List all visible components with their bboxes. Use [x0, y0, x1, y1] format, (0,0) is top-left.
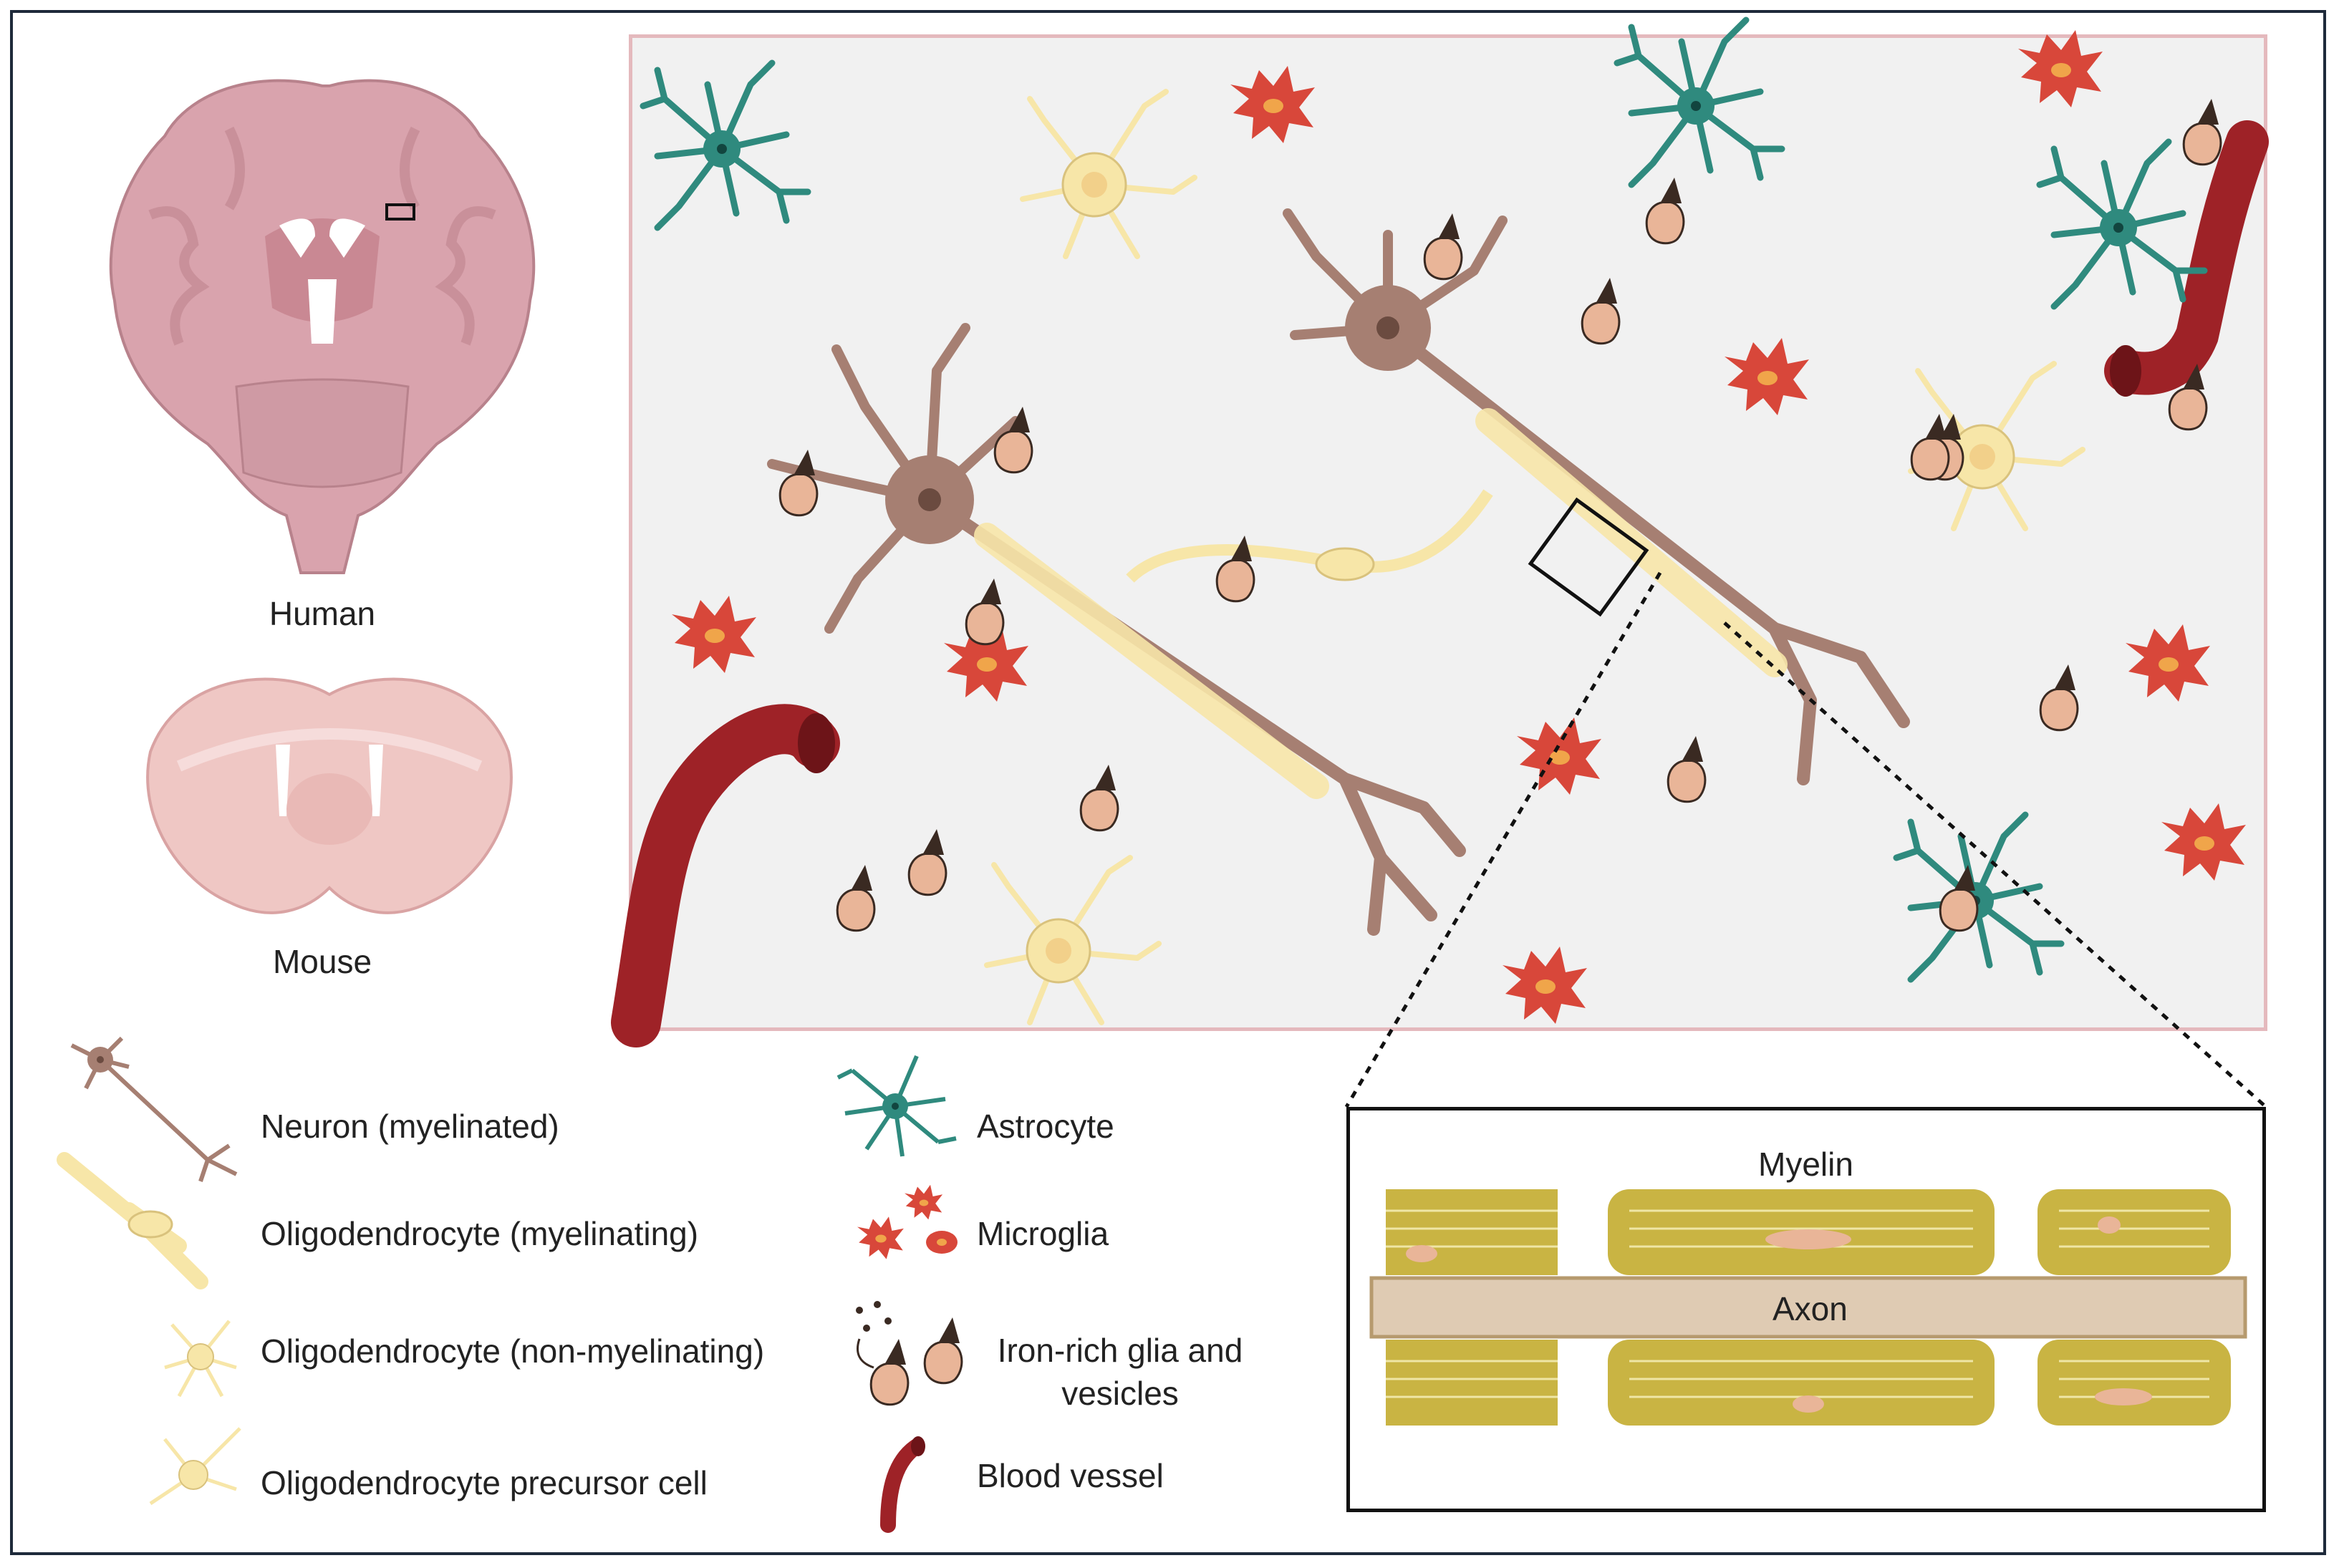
legend-opc-label: Oligodendrocyte precursor cell — [261, 1464, 708, 1501]
myelin-diagram — [1369, 1189, 2247, 1426]
iron-rich-glia-icon — [856, 1301, 963, 1406]
neuron-icon — [70, 1036, 238, 1182]
legend-iron-glia-line1: Iron-rich glia and — [997, 1332, 1243, 1369]
mouse-label: Mouse — [272, 943, 372, 980]
myelin-inset: Myelin Axon — [1346, 1107, 2266, 1512]
opc-icon — [149, 1427, 241, 1506]
legend-myelinating-label: Oligodendrocyte (myelinating) — [261, 1215, 699, 1252]
figure-frame — [10, 10, 2326, 1555]
human-label: Human — [269, 595, 376, 632]
axon-label: Axon — [1773, 1290, 1848, 1327]
mouse-brain-section — [146, 677, 513, 914]
non-myelinating-oligodendrocyte-icon — [164, 1320, 237, 1398]
legend-neuron-label: Neuron (myelinated) — [261, 1108, 559, 1145]
legend-iron-glia-line2: vesicles — [1061, 1375, 1179, 1412]
blood-vessel-icon — [880, 1436, 925, 1533]
microglia-icon — [857, 1184, 958, 1259]
legend-microglia-label: Microglia — [977, 1215, 1109, 1252]
human-brain-section — [109, 79, 536, 574]
myelin-label: Myelin — [1758, 1146, 1853, 1183]
legend-astrocyte-label: Astrocyte — [977, 1108, 1114, 1145]
astrocyte-icon — [836, 1055, 957, 1157]
legend-non-myelinating-label: Oligodendrocyte (non-myelinating) — [261, 1332, 765, 1370]
legend-blood-vessel-label: Blood vessel — [977, 1457, 1164, 1494]
legend-iron-glia-label: Iron-rich glia and vesicles — [977, 1329, 1263, 1415]
myelinating-oligodendrocyte-icon — [57, 1152, 208, 1289]
